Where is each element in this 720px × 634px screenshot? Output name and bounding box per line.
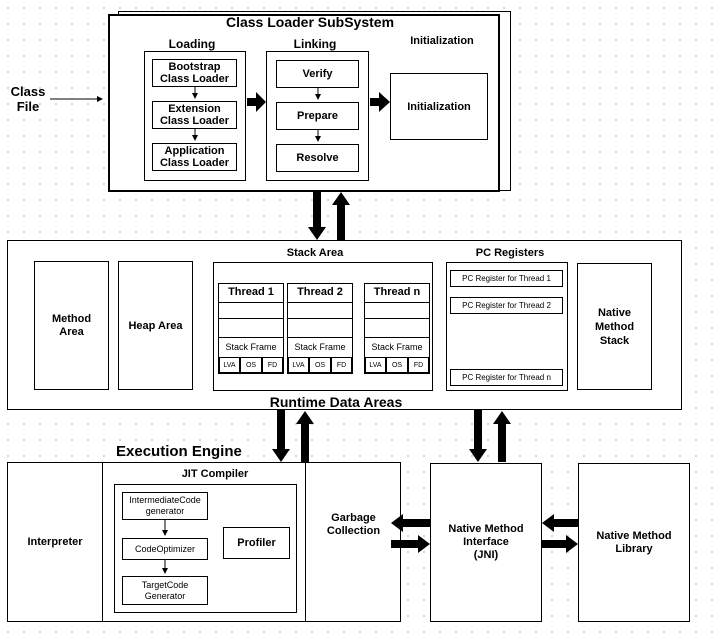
verify-box: Verify: [276, 60, 359, 88]
thread-2-os: OS: [309, 357, 331, 373]
thread-n-row-line: [364, 337, 430, 338]
gc-divider: [305, 462, 306, 622]
execution-to-runtime-arrow: [296, 411, 314, 462]
native-method-library: Native Method Library: [578, 463, 690, 622]
bootstrap-class-loader: Bootstrap Class Loader: [152, 59, 237, 87]
heap-area: Heap Area: [118, 261, 193, 390]
resolve-box: Resolve: [276, 144, 359, 172]
target-code-generator: TargetCode Generator: [122, 576, 208, 605]
runtime-to-classloader-arrow: [332, 192, 350, 240]
interpreter: Interpreter: [27, 536, 83, 548]
thread-1-fd: FD: [262, 357, 283, 373]
thread-1-row-line: [218, 302, 284, 303]
runtime-to-jni-arrow: [469, 410, 487, 462]
thread-2-row-line: [287, 302, 353, 303]
garbage-collection: Garbage Collection: [326, 512, 381, 537]
thread-1-label: Thread 1: [228, 286, 274, 298]
library-to-jni-arrow: [542, 514, 578, 532]
application-class-loader: Application Class Loader: [152, 143, 237, 171]
thread-n-os: OS: [386, 357, 408, 373]
code-optimizer: CodeOptimizer: [122, 538, 208, 560]
linking-label: Linking: [293, 37, 337, 51]
thread-2-label: Thread 2: [297, 286, 343, 298]
method-area: Method Area: [34, 261, 109, 390]
profiler: Profiler: [223, 527, 290, 559]
stack-area-label: Stack Area: [286, 247, 344, 259]
class-file-label: Class File: [10, 84, 46, 114]
initialization-label: Initialization: [410, 35, 474, 47]
thread-2-lva: LVA: [288, 357, 309, 373]
class-loader-title: Class Loader SubSystem: [225, 14, 395, 30]
extension-class-loader: Extension Class Loader: [152, 101, 237, 129]
runtime-title: Runtime Data Areas: [269, 394, 403, 410]
thread-1-row-line: [218, 337, 284, 338]
thread-n-stack-frame: Stack Frame: [371, 342, 423, 352]
thread-2-row-line: [287, 337, 353, 338]
thread-1-row-line: [218, 318, 284, 319]
pc-register-thread-2: PC Register for Thread 2: [450, 297, 563, 314]
pc-register-thread-n: PC Register for Thread n: [450, 369, 563, 386]
pc-registers-label: PC Registers: [475, 247, 545, 259]
thread-1-stack-frame: Stack Frame: [225, 342, 277, 352]
loading-label: Loading: [168, 37, 216, 51]
native-method-interface: Native Method Interface (JNI): [430, 463, 542, 622]
classloader-to-runtime-arrow: [308, 191, 326, 240]
thread-2-row-line: [287, 318, 353, 319]
thread-n-fd: FD: [408, 357, 429, 373]
intermediate-code-generator: IntermediateCode generator: [122, 492, 208, 520]
initialization-box: Initialization: [390, 73, 488, 140]
runtime-to-execution-arrow: [272, 410, 290, 462]
jit-compiler-label: JIT Compiler: [181, 468, 249, 480]
execution-engine-title: Execution Engine: [116, 443, 242, 460]
thread-1-os: OS: [240, 357, 262, 373]
thread-n-row-line: [364, 318, 430, 319]
pc-register-thread-1: PC Register for Thread 1: [450, 270, 563, 287]
prepare-box: Prepare: [276, 102, 359, 130]
thread-n-row-line: [364, 302, 430, 303]
interpreter-divider: [102, 462, 103, 622]
thread-n-lva: LVA: [365, 357, 386, 373]
jni-to-library-arrow: [542, 535, 578, 553]
thread-n-label: Thread n: [373, 286, 421, 298]
thread-1-lva: LVA: [219, 357, 240, 373]
native-method-stack: Native Method Stack: [577, 263, 652, 390]
jni-to-runtime-arrow: [493, 411, 511, 462]
thread-2-stack-frame: Stack Frame: [294, 342, 346, 352]
thread-2-fd: FD: [331, 357, 352, 373]
